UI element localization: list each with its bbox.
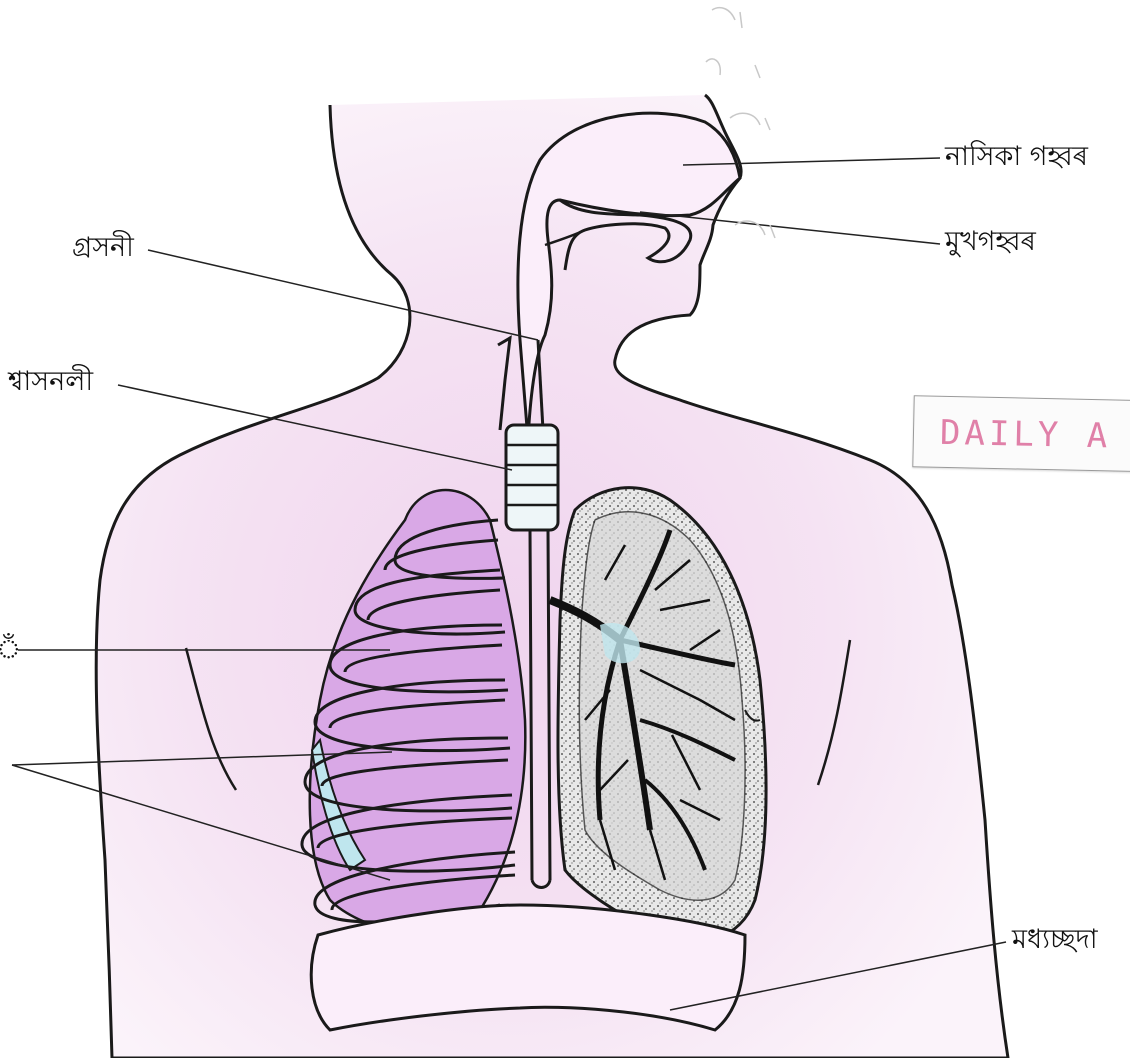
label-nasal-cavity: নাসিকা গহ্বৰ <box>945 143 1088 170</box>
watermark-text: DAILY A <box>940 413 1112 457</box>
label-trachea: শ্বাসনলী <box>8 368 93 395</box>
label-lung-partial: ঁ <box>0 636 21 663</box>
label-diaphragm: মধ্যচ্ছদা <box>1012 926 1098 953</box>
label-pharynx: গ্ৰসনী <box>72 234 134 261</box>
label-mouth-cavity: মুখগহ্বৰ <box>945 228 1036 255</box>
watermark-card: DAILY A <box>912 395 1130 472</box>
